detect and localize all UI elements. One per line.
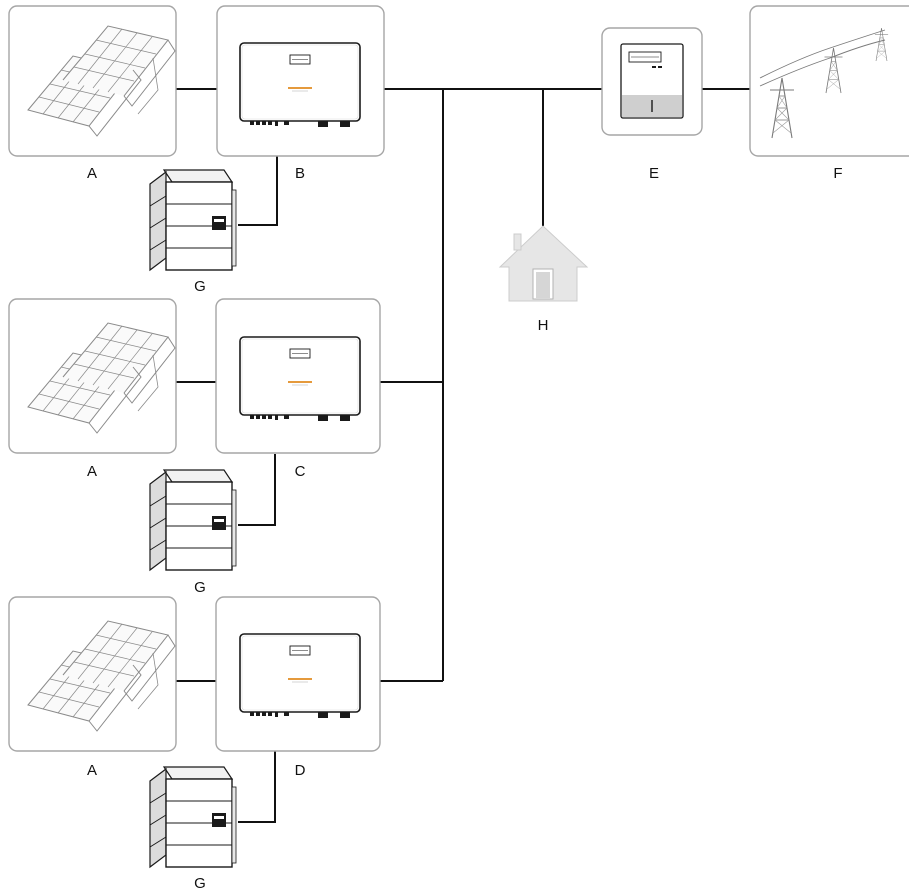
battery-mid	[149, 469, 237, 571]
inverter-top	[216, 5, 385, 157]
solar-panel-mid	[8, 298, 177, 454]
energy-meter-icon	[620, 43, 684, 119]
battery-icon	[149, 169, 237, 271]
battery-label-top: G	[194, 278, 206, 295]
inverter-icon	[239, 42, 361, 128]
battery-label-bot: G	[194, 875, 206, 892]
panel-label-mid: A	[87, 463, 97, 480]
inverter-label-mid: C	[295, 463, 306, 480]
grid-label: F	[833, 165, 842, 182]
house-icon	[498, 225, 589, 302]
panel-label-top: A	[87, 165, 97, 182]
energy-meter	[601, 27, 703, 136]
inverter-icon	[239, 633, 361, 719]
inverter-label-top: B	[295, 165, 305, 182]
panel-label-bot: A	[87, 762, 97, 779]
battery-icon	[149, 469, 237, 571]
battery-label-mid: G	[194, 579, 206, 596]
battery-top	[149, 169, 237, 271]
utility-grid	[749, 5, 909, 157]
battery-icon	[149, 766, 237, 868]
solar-panel-top	[8, 5, 177, 157]
solar-panel-bot	[8, 596, 177, 752]
meter-label: E	[649, 165, 659, 182]
inverter-icon	[239, 336, 361, 422]
power-tower-icon	[759, 27, 889, 139]
wiring	[176, 88, 750, 823]
inverter-bot	[215, 596, 381, 752]
house-label: H	[538, 317, 549, 334]
inverter-mid	[215, 298, 381, 454]
house	[498, 225, 589, 302]
battery-bot	[149, 766, 237, 868]
inverter-label-bot: D	[295, 762, 306, 779]
